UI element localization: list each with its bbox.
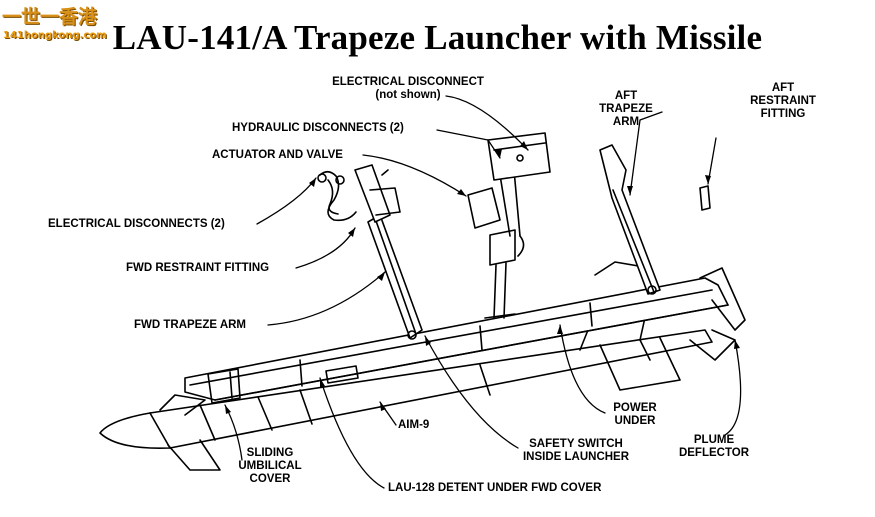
label-lau-128-detent: LAU-128 DETENT UNDER FWD COVER xyxy=(388,482,602,494)
label-electrical-disconnects: ELECTRICAL DISCONNECTS (2) xyxy=(48,218,225,230)
aft-trapeze-arm xyxy=(599,144,661,295)
label-electrical-disconnect: ELECTRICAL DISCONNECT (not shown) xyxy=(332,76,484,101)
label-safety-switch: SAFETY SWITCH INSIDE LAUNCHER xyxy=(522,438,630,463)
watermark-chinese: 一世一香港 xyxy=(2,6,98,28)
electrical-disconnects-cables xyxy=(317,170,357,222)
fwd-trapeze-arm xyxy=(354,164,423,340)
label-hydraulic-disconnects: HYDRAULIC DISCONNECTS (2) xyxy=(232,122,404,134)
label-plume-deflector: PLUME DEFLECTOR xyxy=(678,434,750,459)
label-sliding-umbilical-cover: SLIDING UMBILICAL COVER xyxy=(238,447,302,485)
label-aim-9: AIM-9 xyxy=(398,419,430,431)
hydraulic-disconnect-box xyxy=(487,132,551,181)
label-power-under: POWER UNDER xyxy=(613,402,657,427)
actuator-valve xyxy=(467,169,525,319)
label-actuator-valve: ACTUATOR AND VALVE xyxy=(212,149,343,161)
label-fwd-restraint-fitting: FWD RESTRAINT FITTING xyxy=(126,262,270,274)
missile-body xyxy=(99,294,736,471)
diagram-title: LAU-141/A Trapeze Launcher with Missile xyxy=(112,18,763,57)
leader-arrowheads xyxy=(225,141,740,414)
label-fwd-trapeze-arm: FWD TRAPEZE ARM xyxy=(134,319,247,331)
aft-restraint-fitting xyxy=(699,185,711,211)
launcher-rail xyxy=(184,261,746,404)
watermark-url: 141hongkong.com xyxy=(3,30,107,41)
label-aft-trapeze-arm: AFT TRAPEZE ARM xyxy=(599,90,653,128)
label-aft-restraint-fitting: AFT RESTRAINT FITTING xyxy=(750,82,816,120)
